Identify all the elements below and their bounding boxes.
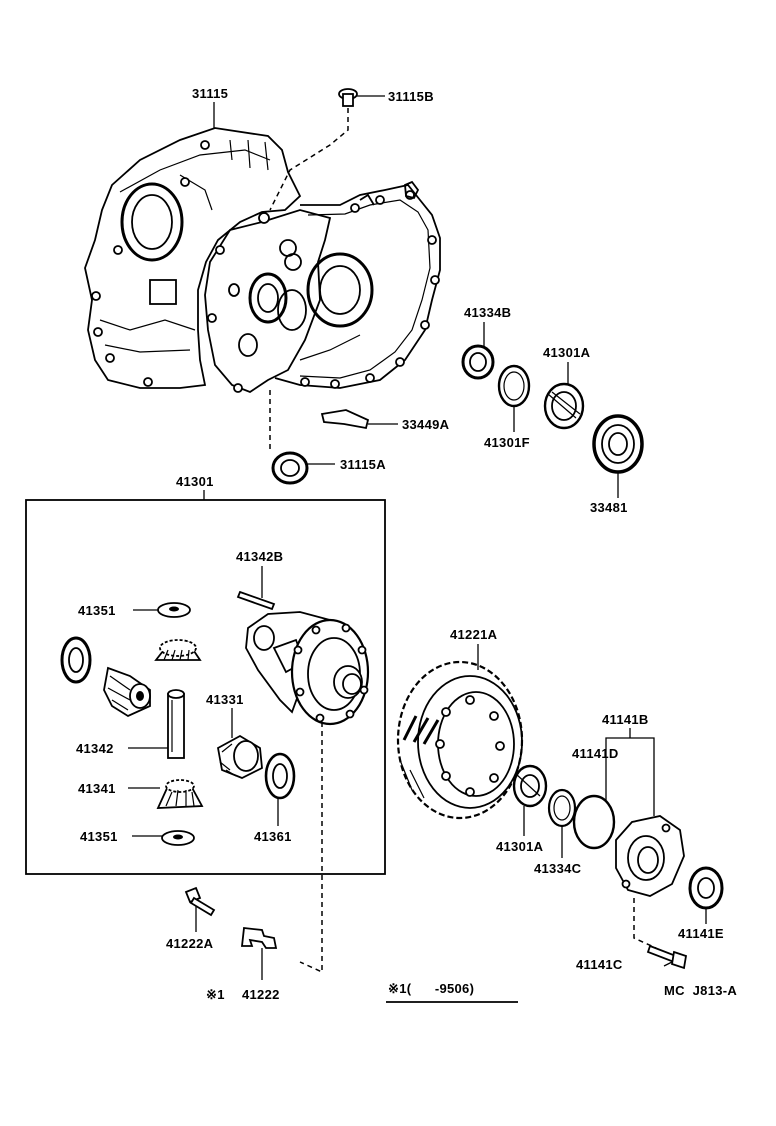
label-41351-upper: 41351 — [78, 603, 116, 618]
label-41222A: 41222A — [166, 936, 214, 951]
label-41141E: 41141E — [678, 926, 724, 941]
label-41334B: 41334B — [464, 305, 511, 320]
label-41222: 41222 — [242, 987, 280, 1002]
label-41301: 41301 — [176, 474, 214, 489]
bolt-31115B-drawing — [338, 88, 385, 107]
bolt-31115B-guide — [269, 108, 349, 211]
label-41301F: 41301F — [484, 435, 530, 450]
label-41341: 41341 — [78, 781, 116, 796]
seal-31115A-drawing — [271, 451, 335, 485]
shaft-41342-drawing — [128, 689, 185, 759]
ring-gear-41221A-drawing — [396, 644, 524, 820]
washer-41361-drawing — [264, 752, 296, 826]
pin-41342B-drawing — [236, 566, 276, 611]
footnote-text: ※1( -9506) — [388, 981, 474, 996]
retainer-guide-line — [633, 898, 657, 949]
label-41342B: 41342B — [236, 549, 283, 564]
washer-41351-upper-drawing — [133, 602, 191, 618]
label-41351-lower: 41351 — [80, 829, 118, 844]
differential-case-group-box — [25, 499, 386, 875]
bolt-41141C-drawing — [646, 944, 688, 970]
label-41141B: 41141B — [602, 712, 649, 727]
label-31115B: 31115B — [388, 89, 434, 104]
bearing-41301A-upper-drawing — [543, 362, 585, 430]
label-33481: 33481 — [590, 500, 628, 515]
plate-33449A-drawing — [320, 409, 398, 430]
oring-41141D-drawing — [572, 762, 616, 850]
side-gear-41331-drawing — [216, 708, 263, 779]
label-41141D: 41141D — [572, 746, 619, 761]
seal-41334B-drawing — [461, 322, 495, 380]
label-41334C: 41334C — [534, 861, 582, 876]
differential-guide-line — [299, 722, 323, 974]
pinion-gear-upper-drawing — [154, 639, 202, 661]
differential-case-drawing — [245, 611, 370, 726]
label-41342: 41342 — [76, 741, 114, 756]
diagram-code: MC J813-A — [664, 983, 737, 998]
side-gear-drawing — [103, 666, 151, 718]
retainer-41141B-drawing — [605, 728, 685, 897]
thrust-washer-drawing — [60, 636, 92, 684]
seal-41141E-drawing — [688, 866, 724, 924]
label-41301A-lower: 41301A — [496, 839, 544, 854]
label-41361: 41361 — [254, 829, 292, 844]
bearing-41301A-lower-drawing — [512, 764, 548, 836]
lock-plate-41222-drawing — [240, 927, 278, 980]
marker-41222: ※1 — [206, 987, 225, 1002]
label-41221A: 41221A — [450, 627, 498, 642]
label-31115: 31115 — [192, 86, 228, 101]
pinion-gear-41341-drawing — [128, 779, 204, 809]
shim-41334C-drawing — [547, 788, 577, 858]
bolt-41222A-drawing — [184, 886, 216, 932]
label-31115A: 31115A — [340, 457, 386, 472]
transaxle-housing-drawing — [84, 127, 441, 394]
washer-41351-lower-drawing — [132, 830, 195, 846]
label-41301A-upper: 41301A — [543, 345, 591, 360]
shim-41301F-drawing — [497, 364, 531, 432]
seal-33481-drawing — [592, 414, 644, 498]
label-41141C: 41141C — [576, 957, 623, 972]
label-41331: 41331 — [206, 692, 244, 707]
label-33449A: 33449A — [402, 417, 450, 432]
